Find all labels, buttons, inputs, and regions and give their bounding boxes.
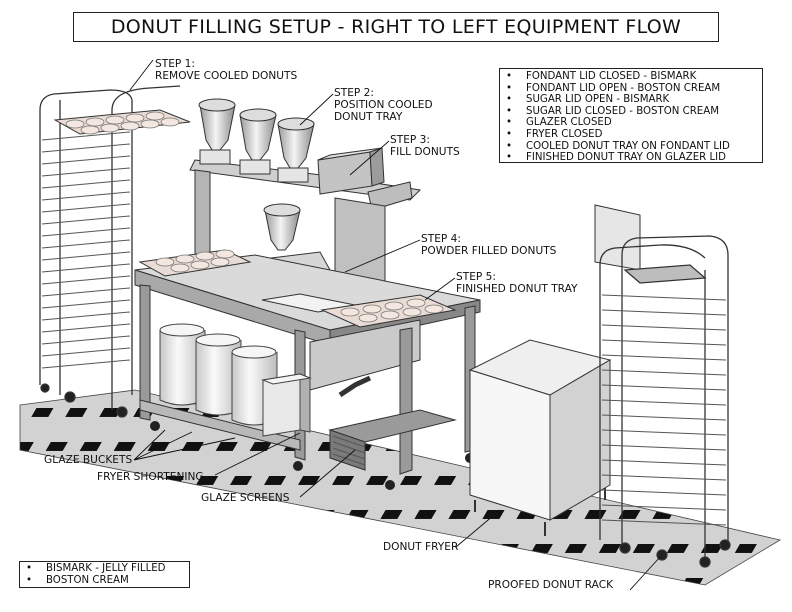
leader-lines <box>129 59 661 591</box>
legend-item: BOSTON CREAM <box>26 575 189 587</box>
note-item: SUGAR LID OPEN - BISMARK <box>506 94 762 106</box>
diagram-title: DONUT FILLING SETUP - RIGHT TO LEFT EQUI… <box>73 12 719 42</box>
note-item: GLAZER CLOSED <box>506 117 762 129</box>
proofed-donut-rack <box>599 235 731 568</box>
note-item: COOLED DONUT TRAY ON FONDANT LID <box>506 141 762 153</box>
step-text: FILL DONUTS <box>390 146 460 158</box>
jelly-filler-hoppers <box>198 98 315 183</box>
donut-fryer-label: DONUT FRYER <box>383 541 459 553</box>
step-number: STEP 3: <box>390 134 430 146</box>
step1-label: STEP 1: REMOVE COOLED DONUTS <box>155 58 297 82</box>
step-text: DONUT TRAY <box>334 111 403 123</box>
glaze-screens-label: GLAZE SCREENS <box>201 492 290 504</box>
donut-type-legend: BISMARK - JELLY FILLED BOSTON CREAM <box>19 561 190 588</box>
step4-label: STEP 4: POWDER FILLED DONUTS <box>421 233 556 257</box>
step-text: REMOVE COOLED DONUTS <box>155 70 298 82</box>
step-text: POWDER FILLED DONUTS <box>421 245 557 257</box>
step2-label: STEP 2: POSITION COOLED DONUT TRAY <box>334 87 433 123</box>
glaze-buckets-label: GLAZE BUCKETS <box>44 454 133 466</box>
tray-warmer-box <box>317 147 385 195</box>
donut-fryer <box>468 204 641 536</box>
note-item: FRYER CLOSED <box>506 129 762 141</box>
step-number: STEP 1: <box>155 58 195 70</box>
proofed-donut-rack-label: PROOFED DONUT RACK <box>488 579 614 591</box>
step-text: FINISHED DONUT TRAY <box>456 283 578 295</box>
step-number: STEP 4: <box>421 233 461 245</box>
step-number: STEP 2: <box>334 87 374 99</box>
note-item: SUGAR LID CLOSED - BOSTON CREAM <box>506 106 762 118</box>
drain-hose <box>338 375 372 398</box>
floor-mat <box>19 389 782 586</box>
cooled-donut-rack <box>39 85 181 418</box>
fryer-shortening-box <box>261 373 312 437</box>
fryer-shortening-label: FRYER SHORTENING <box>97 471 204 483</box>
note-item: FINISHED DONUT TRAY ON GLAZER LID <box>506 152 762 164</box>
step-text: POSITION COOLED <box>334 99 433 111</box>
setup-notes-box: FONDANT LID CLOSED - BISMARK FONDANT LID… <box>499 68 763 163</box>
legend-item: BISMARK - JELLY FILLED <box>26 563 189 575</box>
note-item: FONDANT LID CLOSED - BISMARK <box>506 71 762 83</box>
step3-label: STEP 3: FILL DONUTS <box>390 134 460 158</box>
step-number: STEP 5: <box>456 271 496 283</box>
step5-label: STEP 5: FINISHED DONUT TRAY <box>456 271 578 295</box>
glaze-screens <box>328 409 457 471</box>
note-item: FONDANT LID OPEN - BOSTON CREAM <box>506 83 762 95</box>
